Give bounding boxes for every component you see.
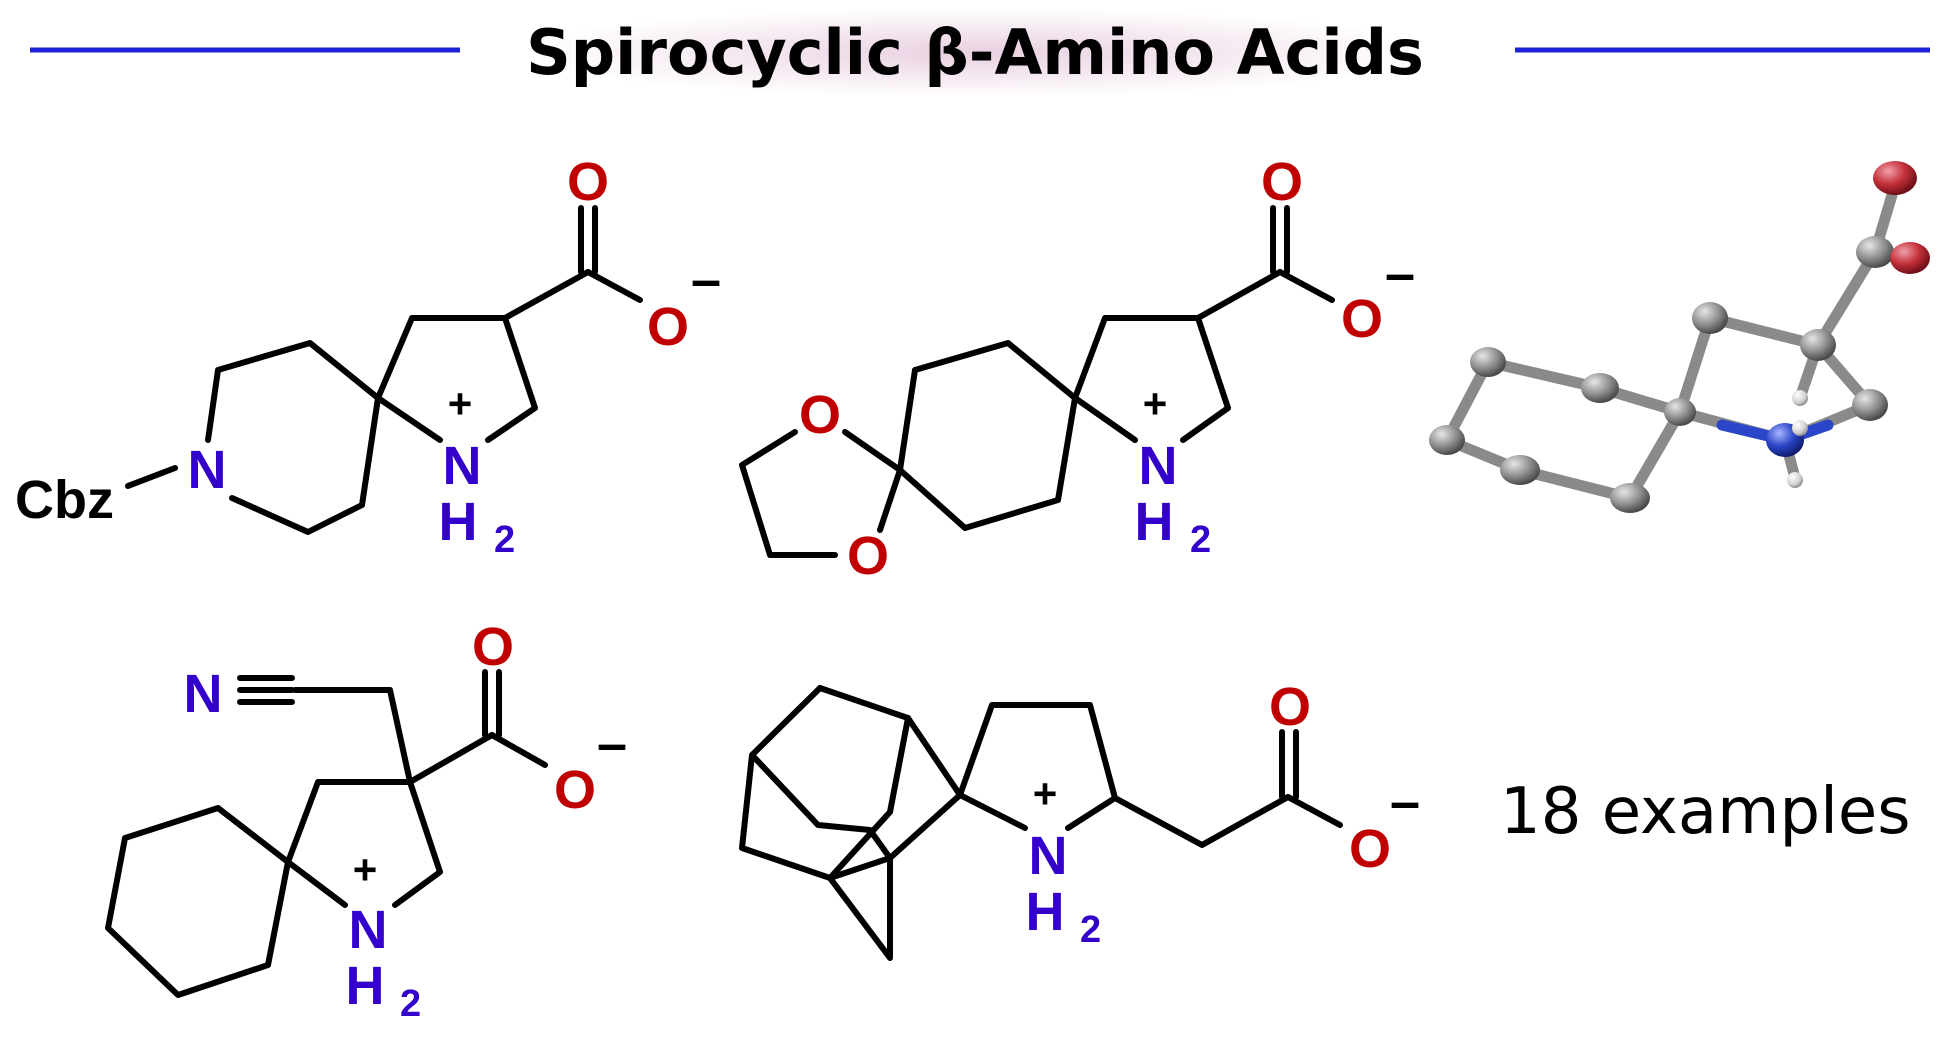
molecule-adamantane — [739, 685, 1343, 961]
nitrogen-label: N — [1029, 826, 1068, 886]
molecule-dioxolane — [739, 205, 1335, 558]
carbon-atom — [1581, 373, 1619, 403]
carbon-atom — [1610, 483, 1650, 513]
hydrogen-label: H — [1026, 882, 1065, 942]
oxygen-atom — [1873, 161, 1917, 195]
page-title: Spirocyclic β-Amino Acids — [526, 16, 1424, 89]
protecting-group-label: Cbz — [15, 470, 114, 530]
molecule-cyanomethyl-labels: N O O – + N H 2 — [184, 617, 628, 1025]
nitrogen-label: N — [1139, 436, 1178, 496]
molecule-adamantane-labels: O O – + N H 2 — [1026, 677, 1421, 951]
title-banner: Spirocyclic β-Amino Acids — [500, 0, 1450, 105]
minus-charge: – — [691, 250, 721, 310]
carbon-atom — [1852, 389, 1888, 421]
hydrogen-atom — [1792, 390, 1808, 406]
oxygen-label: O — [1261, 152, 1303, 212]
oxygen-label: O — [1269, 677, 1311, 737]
oxygen-label: O — [647, 297, 689, 357]
nitrogen-label: N — [349, 900, 388, 960]
subscript-two: 2 — [494, 519, 515, 561]
oxygen-label: O — [472, 617, 514, 677]
minus-charge: – — [1385, 244, 1415, 304]
subscript-two: 2 — [1080, 909, 1101, 951]
carbon-atom — [1856, 236, 1894, 268]
nitrogen-label: N — [443, 436, 482, 496]
molecule-cbz-labels: O O – N Cbz + N H 2 — [15, 152, 721, 561]
oxygen-label: O — [567, 152, 609, 212]
nitrogen-label: N — [184, 664, 223, 724]
oxygen-label: O — [554, 760, 596, 820]
oxygen-label: O — [1341, 289, 1383, 349]
hydrogen-atom — [1792, 420, 1808, 436]
plus-charge: + — [1143, 380, 1168, 427]
subscript-two: 2 — [400, 983, 421, 1025]
carbon-atom — [1800, 329, 1836, 361]
plus-charge: + — [448, 380, 473, 427]
carbon-atom — [1470, 347, 1506, 377]
carbon-atom — [1500, 455, 1540, 485]
minus-charge: – — [1390, 772, 1420, 832]
oxygen-atom — [1890, 242, 1930, 274]
crystal-structure — [1429, 161, 1930, 513]
carbon-atom — [1429, 425, 1465, 455]
carbon-atom — [1664, 398, 1696, 426]
molecule-dioxolane-labels: O O O O – + N H 2 — [799, 152, 1415, 586]
molecule-cbz-piperidine — [125, 205, 643, 535]
hydrogen-label: H — [1135, 492, 1174, 552]
hydrogen-label: H — [346, 956, 385, 1016]
title-glow — [540, 10, 1410, 95]
carbon-atom — [1692, 302, 1728, 334]
oxygen-label: O — [847, 526, 889, 586]
minus-charge: – — [597, 714, 627, 774]
hydrogen-label: H — [439, 492, 478, 552]
molecule-cyanomethyl — [105, 669, 548, 998]
oxygen-label: O — [799, 385, 841, 445]
plus-charge: + — [353, 846, 378, 893]
examples-count: 18 examples — [1500, 775, 1911, 849]
hydrogen-atom — [1787, 472, 1803, 488]
plus-charge: + — [1033, 770, 1058, 817]
subscript-two: 2 — [1190, 519, 1211, 561]
oxygen-label: O — [1349, 819, 1391, 879]
nitrogen-label: N — [188, 440, 227, 500]
crystal-bonds — [1439, 179, 1911, 505]
